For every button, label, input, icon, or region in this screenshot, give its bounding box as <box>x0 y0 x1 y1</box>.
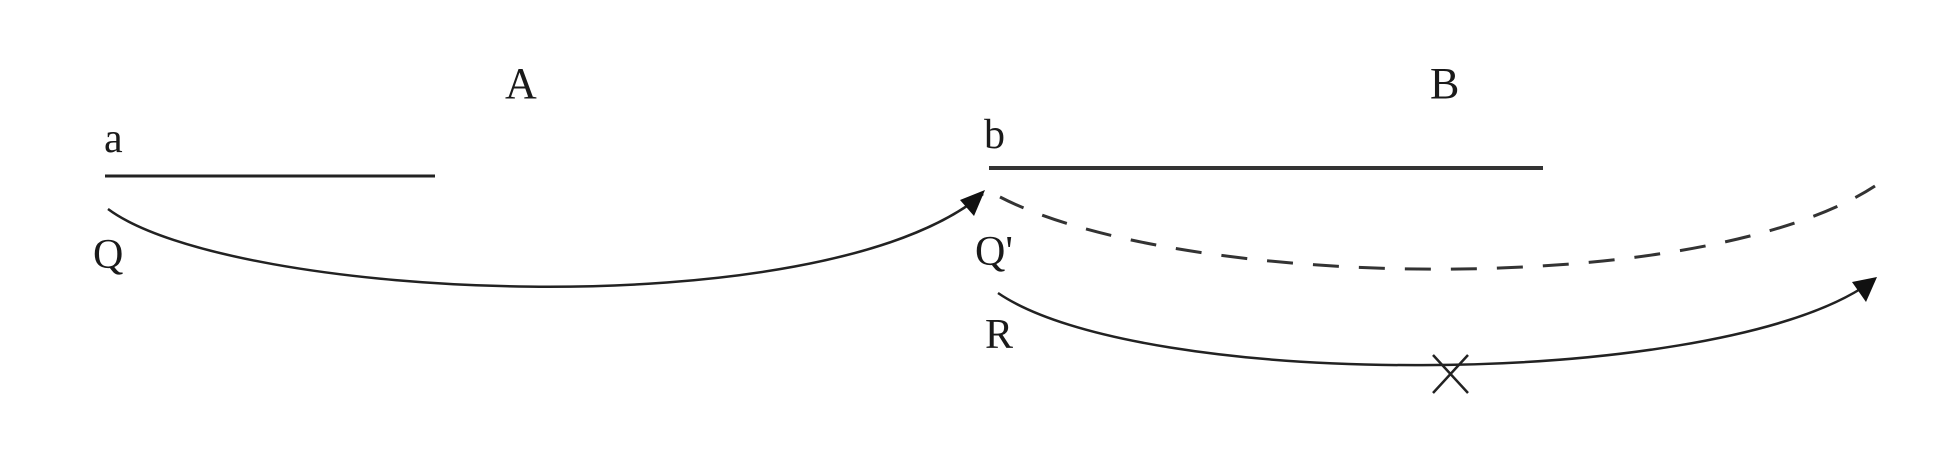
arc-q <box>107 193 984 288</box>
segment-b-label: b <box>984 112 1005 158</box>
arrowhead-q-icon <box>960 190 985 216</box>
arc-r <box>997 286 1863 367</box>
title-a: A <box>505 59 537 108</box>
arc-r-label: R <box>985 312 1013 358</box>
title-b: B <box>1430 59 1459 108</box>
arc-q-prime-label: Q' <box>975 229 1013 275</box>
arrowhead-r-icon <box>1852 277 1877 302</box>
arc-q-label: Q <box>93 232 123 278</box>
arc-q-prime <box>999 184 1876 271</box>
x-marker-icon <box>1432 354 1469 394</box>
segment-a-label: a <box>104 116 123 162</box>
